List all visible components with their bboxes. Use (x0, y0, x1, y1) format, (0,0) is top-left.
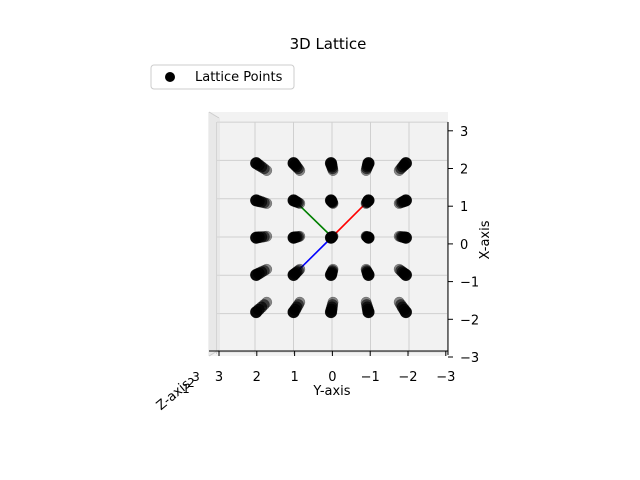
chart-title: 3D Lattice (290, 35, 367, 53)
lattice-point (399, 231, 413, 244)
x-tick-label: 2 (460, 163, 468, 178)
lattice-point (362, 268, 375, 282)
y-tick-label: −3 (436, 370, 455, 385)
vector-arrow (331, 200, 369, 238)
lattice-point (250, 231, 263, 244)
lattice-point (399, 268, 413, 282)
legend: Lattice Points (150, 64, 295, 90)
lattice-point (287, 157, 300, 170)
legend-box (150, 64, 295, 90)
lattice-point (362, 305, 375, 319)
lattice-point (287, 231, 300, 244)
lattice-point (250, 305, 263, 319)
lattice-point (324, 157, 338, 170)
legend-entry-label: Lattice Points (195, 70, 283, 85)
x-tick-label: 1 (460, 200, 468, 215)
lattice-point (399, 157, 413, 170)
lattice-point (362, 194, 375, 207)
lattice-point (362, 157, 375, 170)
lattice-point (324, 231, 338, 244)
z-tick-label: 3 (192, 370, 200, 384)
lattice-point (287, 305, 300, 319)
y-tick-label: 1 (290, 370, 298, 385)
lattice-point (324, 305, 338, 319)
z-tick-label: 1 (182, 382, 190, 396)
x-tick-label: 0 (460, 238, 468, 253)
lattice-point (399, 194, 413, 207)
lattice-point (287, 194, 300, 207)
x-tick-label: 3 (460, 125, 468, 140)
y-tick-label: 3 (215, 370, 223, 385)
axes (209, 122, 453, 358)
y-axis-label: Y-axis (312, 384, 350, 399)
z-tick-label: 2 (187, 376, 195, 390)
lattice-point (250, 268, 263, 282)
lattice-point (287, 268, 300, 282)
x-axis-label: X-axis (478, 220, 493, 259)
x-tick-label: −3 (460, 351, 479, 366)
y-tick-label: 2 (253, 370, 261, 385)
x-tick-label: −1 (460, 276, 479, 291)
lattice-point (324, 268, 338, 282)
lattice-point (250, 194, 263, 207)
lattice-points (250, 157, 413, 319)
y-tick-label: 0 (328, 370, 336, 385)
lattice-point (399, 305, 413, 319)
lattice-point (324, 194, 338, 207)
lattice-point (362, 231, 375, 244)
lattice-point (250, 157, 263, 170)
y-tick-label: −2 (398, 370, 417, 385)
y-tick-label: −1 (361, 370, 380, 385)
x-tick-label: −2 (460, 313, 479, 328)
legend-marker (165, 72, 175, 82)
